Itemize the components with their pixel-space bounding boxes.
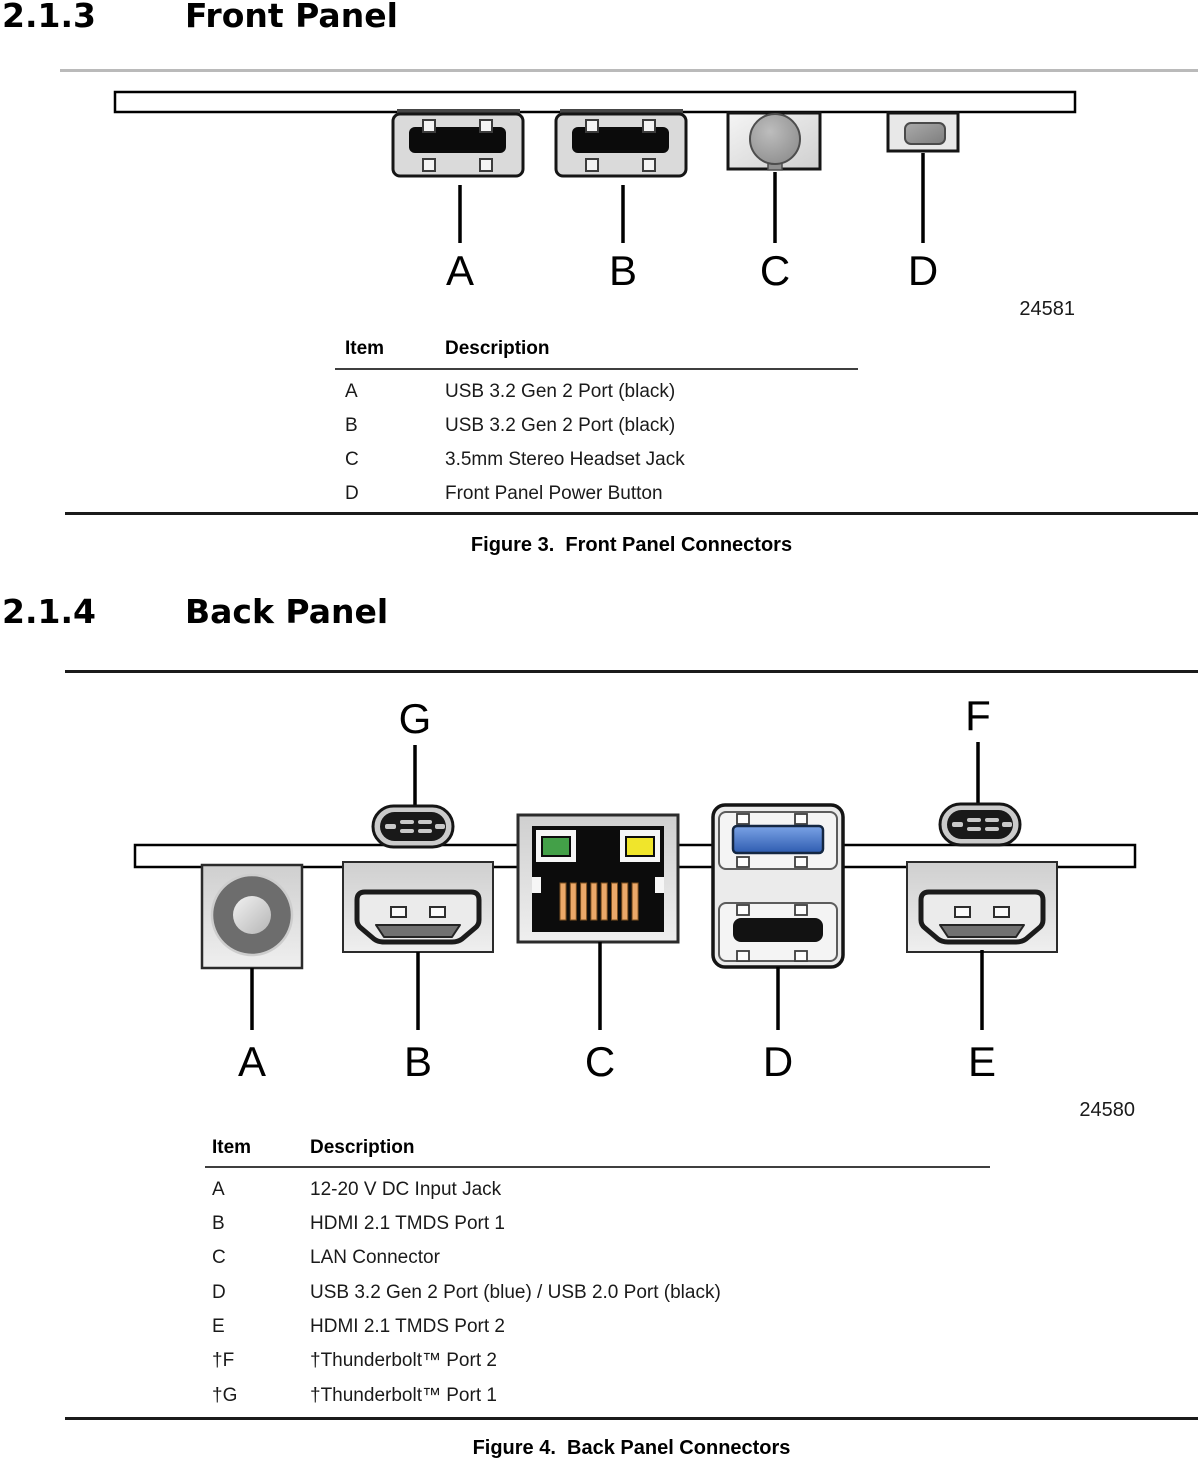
usb-stack bbox=[711, 803, 845, 969]
hdmi-port-2 bbox=[907, 862, 1057, 952]
back-panel-diagram: G F bbox=[133, 692, 1137, 1121]
back-row-c-desc: LAN Connector bbox=[310, 1247, 440, 1268]
drawing-number-front: 24581 bbox=[1019, 298, 1075, 320]
power-button bbox=[886, 111, 960, 153]
back-row-g-item: †G bbox=[212, 1385, 238, 1406]
figure-label-b: B bbox=[609, 247, 637, 294]
back-row-d-desc: USB 3.2 Gen 2 Port (blue) / USB 2.0 Port… bbox=[310, 1282, 721, 1303]
back-table-header-rule bbox=[205, 1166, 990, 1168]
back-row-b-item: B bbox=[212, 1213, 225, 1234]
headset-jack bbox=[726, 111, 822, 171]
usb-a-port-a bbox=[391, 109, 525, 178]
divider-under-front-heading bbox=[60, 69, 1198, 72]
front-panel-diagram: A B C D 24581 bbox=[113, 90, 1077, 320]
front-table-header-item: Item bbox=[345, 338, 385, 359]
back-row-a-desc: 12-20 V DC Input Jack bbox=[310, 1179, 502, 1200]
back-row-e-item: E bbox=[212, 1316, 225, 1337]
front-table-header-rule bbox=[335, 368, 858, 370]
back-table-header-description: Description bbox=[310, 1137, 415, 1158]
lan-led-yellow bbox=[625, 836, 655, 857]
front-row-c-item: C bbox=[345, 449, 359, 470]
back-row-b-desc: HDMI 2.1 TMDS Port 1 bbox=[310, 1213, 505, 1234]
back-row-c-item: C bbox=[212, 1247, 226, 1268]
back-row-a-item: A bbox=[212, 1179, 225, 1200]
figure-label-c: C bbox=[760, 247, 790, 294]
figure-label-a: A bbox=[446, 247, 474, 294]
back-table-header-item: Item bbox=[212, 1137, 252, 1158]
dc-input-jack bbox=[200, 863, 304, 970]
back-row-f-desc: †Thunderbolt™ Port 2 bbox=[310, 1350, 497, 1371]
back-row-g-desc: †Thunderbolt™ Port 1 bbox=[310, 1385, 497, 1406]
figure-label-d: D bbox=[908, 247, 938, 294]
thunderbolt-port-2 bbox=[938, 802, 1022, 847]
section-number-back: 2.1.4 bbox=[2, 592, 96, 631]
section-title-back: Back Panel bbox=[185, 592, 389, 631]
front-row-a-item: A bbox=[345, 381, 358, 402]
back-table-bottom-rule bbox=[65, 1417, 1198, 1420]
figure-label-back-d: D bbox=[763, 1038, 793, 1085]
front-row-d-item: D bbox=[345, 483, 359, 504]
figure3-caption: Figure 3. Front Panel Connectors bbox=[470, 534, 793, 556]
figure-label-back-e: E bbox=[968, 1038, 996, 1085]
front-table-bottom-rule bbox=[65, 512, 1198, 515]
usb2-black-tongue bbox=[733, 918, 823, 942]
back-row-e-desc: HDMI 2.1 TMDS Port 2 bbox=[310, 1316, 505, 1337]
thunderbolt-port-1 bbox=[371, 804, 455, 849]
front-row-d-desc: Front Panel Power Button bbox=[445, 483, 663, 504]
front-row-a-desc: USB 3.2 Gen 2 Port (black) bbox=[445, 381, 676, 402]
lan-connector bbox=[516, 813, 680, 944]
front-row-b-item: B bbox=[345, 415, 358, 436]
lan-led-green bbox=[541, 836, 571, 857]
section-number-front: 2.1.3 bbox=[2, 0, 96, 35]
figure4-caption: Figure 4. Back Panel Connectors bbox=[472, 1437, 791, 1459]
front-row-b-desc: USB 3.2 Gen 2 Port (black) bbox=[445, 415, 676, 436]
usb-a-port-b bbox=[554, 109, 688, 178]
figure-label-back-b: B bbox=[404, 1038, 432, 1085]
usb3-blue-tongue bbox=[731, 824, 825, 855]
lan-pins bbox=[559, 882, 639, 921]
front-table-header-description: Description bbox=[445, 338, 550, 359]
back-row-f-item: †F bbox=[212, 1350, 235, 1371]
front-row-c-desc: 3.5mm Stereo Headset Jack bbox=[445, 449, 685, 470]
back-row-d-item: D bbox=[212, 1282, 226, 1303]
figure-label-f: F bbox=[965, 692, 991, 739]
figure-label-back-a: A bbox=[238, 1038, 266, 1085]
hdmi-port-1 bbox=[343, 862, 493, 952]
section-title-front: Front Panel bbox=[185, 0, 398, 35]
drawing-number-back: 24580 bbox=[1079, 1099, 1135, 1121]
figure-label-back-c: C bbox=[585, 1038, 615, 1085]
figure-label-g: G bbox=[399, 695, 432, 742]
divider-under-back-heading bbox=[65, 670, 1198, 673]
